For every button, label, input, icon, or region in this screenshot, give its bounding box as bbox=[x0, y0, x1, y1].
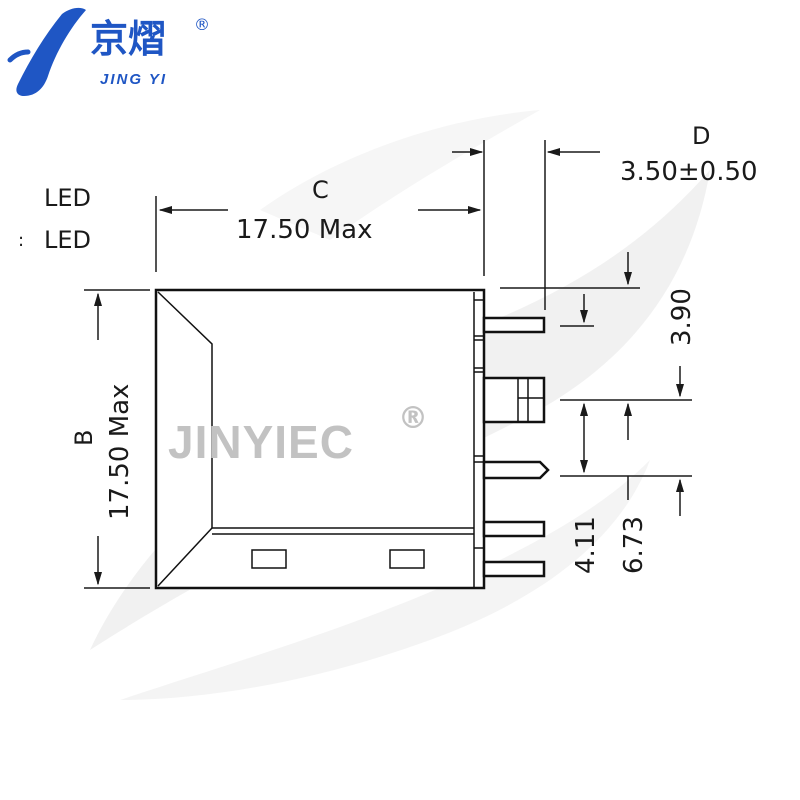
dimension-pin-low-value: 6.73 bbox=[619, 516, 649, 574]
side-label-tick: : bbox=[18, 230, 24, 251]
company-logo: 京熠 ® JING YI bbox=[7, 7, 210, 97]
dimension-c: C 17.50 Max bbox=[155, 140, 485, 276]
body-window-right bbox=[389, 549, 425, 569]
brand-watermark: JINYIEC ® bbox=[168, 401, 428, 468]
dimension-d-letter: D bbox=[692, 122, 710, 150]
dimension-pin-lower: 4.11 6.73 bbox=[560, 366, 692, 574]
dimension-pin-mid-value: 4.11 bbox=[571, 516, 601, 574]
body-window-left bbox=[251, 549, 287, 569]
dimension-b-letter: B bbox=[70, 430, 98, 446]
watermark-text: JINYIEC bbox=[168, 416, 354, 468]
side-label-led-2: LED bbox=[44, 226, 91, 254]
side-label-led-1: LED bbox=[44, 184, 91, 212]
pin-tapered bbox=[482, 460, 550, 480]
dimension-c-value: 17.50 Max bbox=[236, 215, 372, 245]
dimension-d: D 3.50±0.50 bbox=[452, 122, 758, 310]
pin-lower-1 bbox=[482, 520, 546, 538]
pin-led-block bbox=[482, 376, 546, 424]
watermark-registered-mark: ® bbox=[398, 401, 428, 436]
pin-lower-2 bbox=[482, 560, 546, 578]
logo-chinese-name: 京熠 bbox=[90, 17, 166, 61]
logo-swoosh-icon bbox=[16, 7, 86, 97]
dimension-c-letter: C bbox=[312, 176, 329, 204]
component-pins bbox=[482, 316, 550, 578]
pin-top bbox=[482, 316, 546, 334]
component-body bbox=[154, 288, 486, 590]
dimension-pin-top: 3.90 bbox=[500, 252, 697, 346]
logo-registered-mark: ® bbox=[194, 15, 210, 34]
dimension-pin-top-value: 3.90 bbox=[667, 288, 697, 346]
dimension-d-value: 3.50±0.50 bbox=[620, 157, 758, 187]
dimension-b: B 17.50 Max bbox=[70, 289, 150, 589]
logo-english-name: JING YI bbox=[100, 71, 167, 88]
dimension-b-value: 17.50 Max bbox=[105, 384, 135, 520]
